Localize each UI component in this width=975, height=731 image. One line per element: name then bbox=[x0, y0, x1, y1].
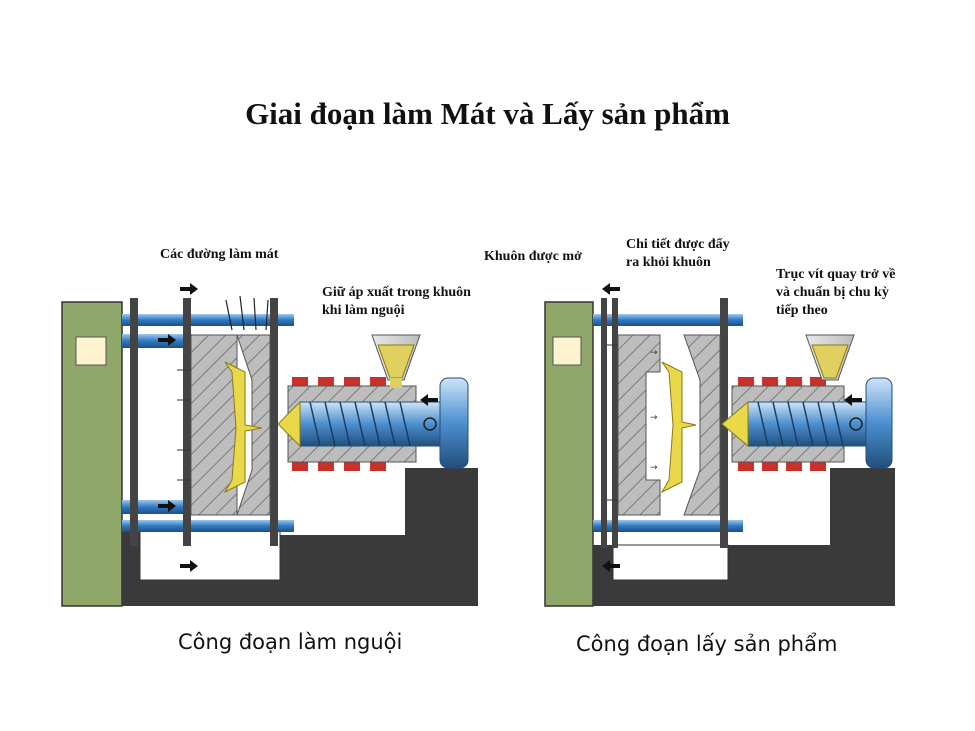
right-screw bbox=[747, 401, 867, 447]
right-frame-window bbox=[552, 336, 582, 366]
left-cooling-pointers bbox=[225, 295, 269, 331]
left-screw bbox=[299, 401, 441, 447]
svg-text:→: → bbox=[650, 463, 658, 473]
label-mold-open: Khuôn được mở bbox=[484, 249, 582, 264]
label-part-ejected-line1: Chi tiết được đẩy bbox=[626, 237, 730, 252]
left-tie-bar-bottom bbox=[122, 500, 192, 514]
right-mold-fixed bbox=[683, 334, 721, 516]
right-tie-bar-bottom bbox=[593, 520, 743, 532]
page-title: Giai đoạn làm Mát và Lấy sản phẩm bbox=[245, 96, 730, 131]
label-screw-return-line3: tiếp theo bbox=[776, 303, 828, 318]
right-platen-2 bbox=[612, 298, 618, 548]
right-plastic-part bbox=[660, 361, 697, 494]
left-nozzle-melt bbox=[277, 400, 301, 448]
right-heater-bands bbox=[738, 377, 826, 471]
label-cooling-lines: Các đường làm mát bbox=[160, 247, 279, 262]
label-screw-return-line1: Trục vít quay trở về bbox=[776, 267, 896, 282]
right-tie-bar-top bbox=[593, 314, 743, 326]
svg-text:→: → bbox=[650, 348, 658, 358]
left-mold-fixed bbox=[236, 334, 271, 516]
svg-text:→: → bbox=[650, 413, 658, 423]
left-platen-3 bbox=[270, 298, 278, 546]
left-heater-bands bbox=[292, 377, 386, 471]
left-frame-window bbox=[75, 336, 107, 366]
left-tie-bar-bottom2 bbox=[122, 520, 294, 532]
label-hold-pressure-line2: khi làm nguội bbox=[322, 303, 405, 318]
left-plastic-part bbox=[223, 361, 263, 494]
left-base-cutout bbox=[139, 524, 281, 581]
caption-ejection-stage: Công đoạn lấy sản phẩm bbox=[576, 632, 838, 656]
label-hold-pressure-line1: Giữ áp xuất trong khuôn bbox=[322, 285, 471, 300]
label-screw-return-line2: và chuẩn bị chu kỳ bbox=[776, 285, 889, 300]
right-motor bbox=[865, 377, 893, 469]
left-platen-2 bbox=[183, 298, 191, 546]
right-machine: → → → bbox=[544, 283, 895, 607]
right-arrows bbox=[602, 283, 862, 572]
left-tie-bar-top bbox=[122, 314, 294, 326]
caption-cooling-stage: Công đoạn làm nguội bbox=[178, 630, 403, 654]
left-platen-1 bbox=[130, 298, 138, 546]
left-base bbox=[122, 468, 478, 606]
left-machine bbox=[61, 283, 478, 607]
label-part-ejected-line2: ra khỏi khuôn bbox=[626, 255, 711, 270]
left-tie-bar-top2 bbox=[122, 334, 192, 348]
right-nozzle-melt bbox=[721, 400, 749, 448]
left-arrows bbox=[158, 283, 438, 572]
left-motor bbox=[439, 377, 469, 469]
right-platen-1 bbox=[601, 298, 607, 548]
right-mold-moving bbox=[617, 334, 661, 516]
